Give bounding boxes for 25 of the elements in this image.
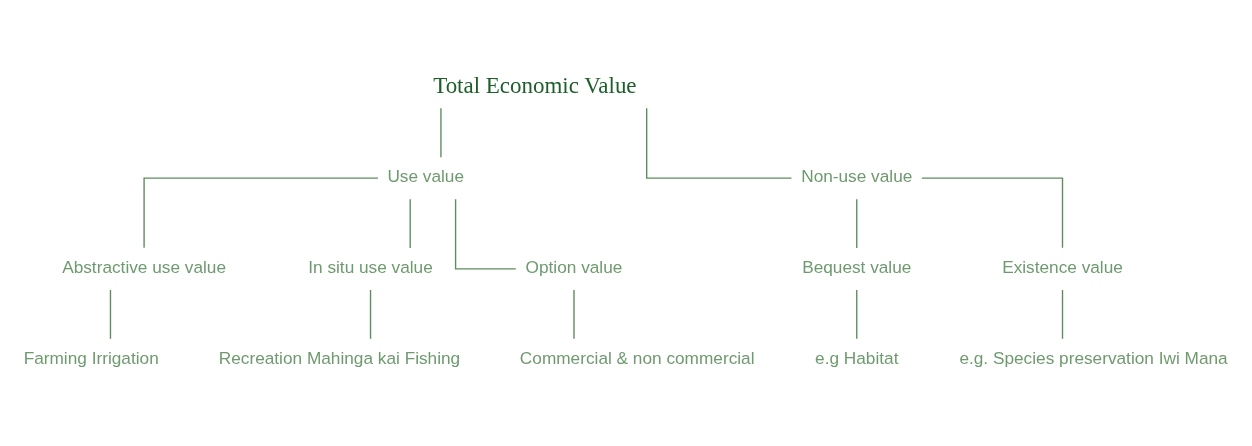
node-text: Farming Irrigation bbox=[23, 347, 159, 368]
node-text: Use value bbox=[387, 165, 465, 186]
node-text: In situ use value bbox=[308, 256, 433, 277]
connector bbox=[440, 107, 442, 158]
connector bbox=[109, 288, 112, 339]
node-text: e.g Habitat bbox=[815, 347, 899, 368]
connector bbox=[573, 288, 575, 339]
connector bbox=[1061, 288, 1064, 339]
connector bbox=[409, 197, 411, 249]
node-text: Bequest value bbox=[802, 256, 912, 277]
node-text: Abstractive use value bbox=[62, 256, 226, 277]
node-text: Non-use value bbox=[801, 165, 913, 186]
connector bbox=[921, 176, 1064, 249]
connector bbox=[369, 288, 372, 339]
connector bbox=[454, 197, 517, 270]
connector bbox=[856, 288, 858, 339]
node-text: Commercial & non commercial bbox=[519, 347, 755, 368]
node-text: e.g. Species preservation Iwi Mana bbox=[959, 347, 1228, 368]
connector bbox=[143, 176, 379, 249]
connector bbox=[646, 107, 793, 179]
node-text: Option value bbox=[525, 256, 623, 277]
node-text: Total Economic Value bbox=[433, 72, 637, 98]
connector bbox=[856, 197, 858, 249]
node-text: Recreation Mahinga kai Fishing bbox=[218, 347, 461, 368]
node-text: Existence value bbox=[1002, 256, 1123, 277]
